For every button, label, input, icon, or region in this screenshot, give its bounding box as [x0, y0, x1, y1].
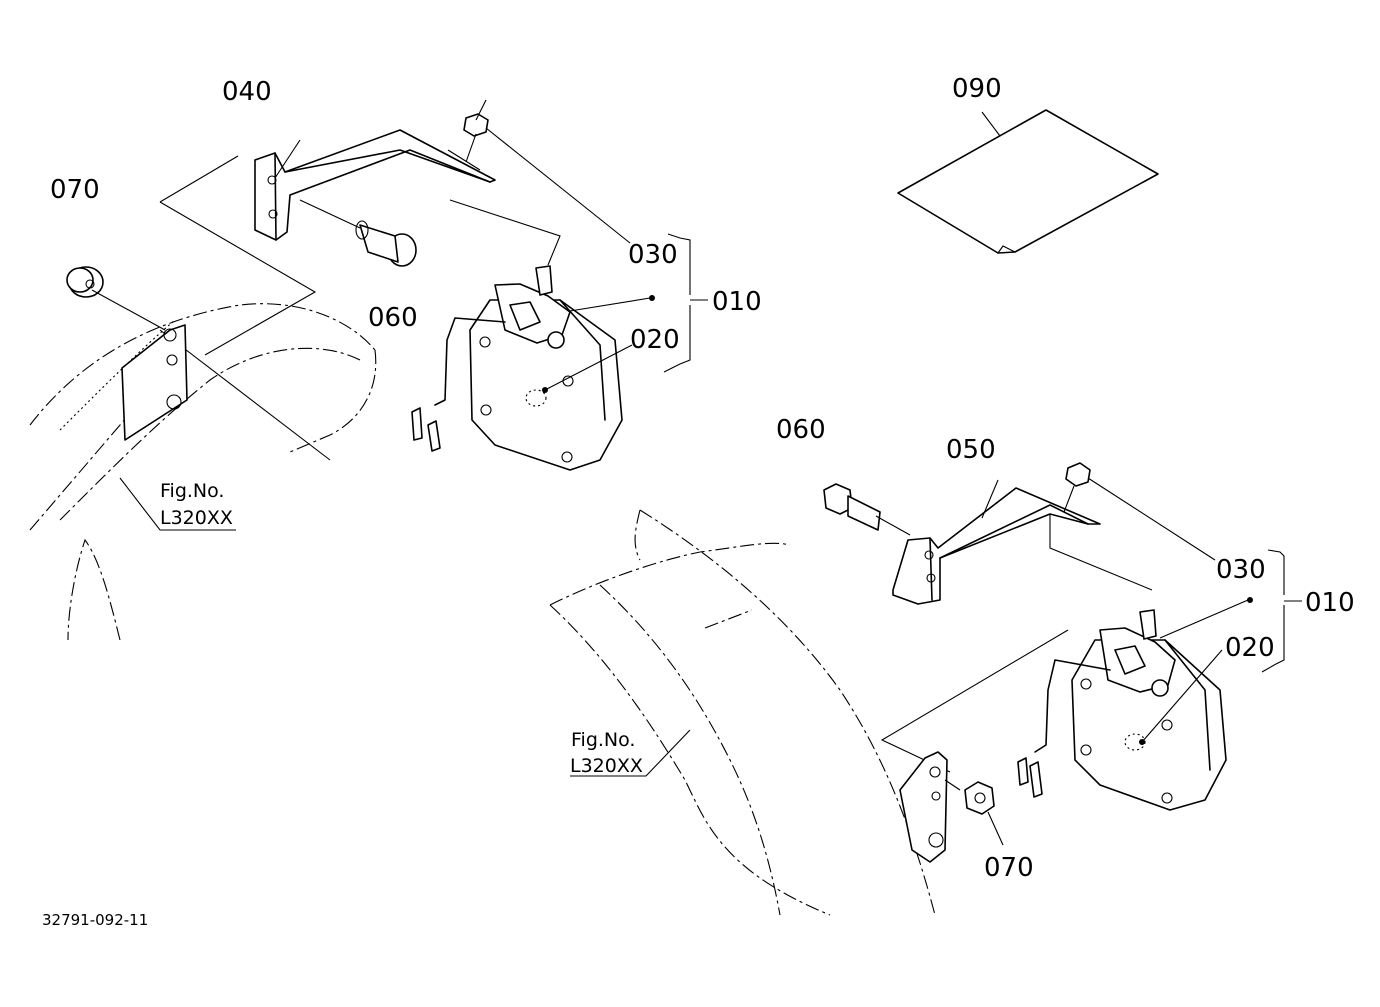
mounting-plane-right [880, 629, 1069, 773]
callout-020-left: 020 [630, 325, 680, 355]
callout-060-right: 060 [776, 415, 826, 445]
bracket-010-left [663, 233, 708, 373]
bracket-040 [254, 129, 496, 241]
callout-020-right: 020 [1225, 633, 1275, 663]
fig-ref-left-line2: L320XX [160, 507, 233, 529]
fig-ref-right-line1: Fig.No. [571, 729, 635, 751]
bolt-060-right [823, 483, 911, 536]
figure-reference-left [119, 477, 236, 531]
callout-030-right: 030 [1216, 555, 1266, 585]
bolt-060-left [299, 199, 417, 267]
callout-090: 090 [952, 74, 1002, 104]
callout-070-left: 070 [50, 175, 100, 205]
callout-030-left: 030 [628, 240, 678, 270]
washer-070-right [964, 781, 1004, 846]
callout-010-right: 010 [1305, 588, 1355, 618]
nut-030-right [1063, 462, 1216, 561]
fender-outline-left [29, 303, 377, 641]
mounting-plane-left [159, 155, 317, 356]
bracket-050 [892, 479, 1153, 605]
fender-outline-right [549, 509, 936, 916]
callout-070-right: 070 [984, 853, 1034, 883]
decal-sheet-090 [897, 109, 1159, 254]
callout-040: 040 [222, 77, 272, 107]
figure-reference-right [570, 729, 691, 777]
fig-ref-left-line1: Fig.No. [160, 480, 224, 502]
callout-060-left: 060 [368, 303, 418, 333]
mount-plate-right [899, 751, 961, 863]
callout-050: 050 [946, 435, 996, 465]
washer-070-left [66, 266, 166, 331]
nut-030-left [463, 99, 631, 244]
lamp-assembly-right [1017, 597, 1253, 811]
bracket-010-right [1261, 549, 1302, 673]
lamp-assembly-left [411, 199, 655, 471]
callout-010-left: 010 [712, 287, 762, 317]
fig-ref-right-line2: L320XX [570, 755, 643, 777]
drawing-code: 32791-092-11 [42, 911, 148, 929]
